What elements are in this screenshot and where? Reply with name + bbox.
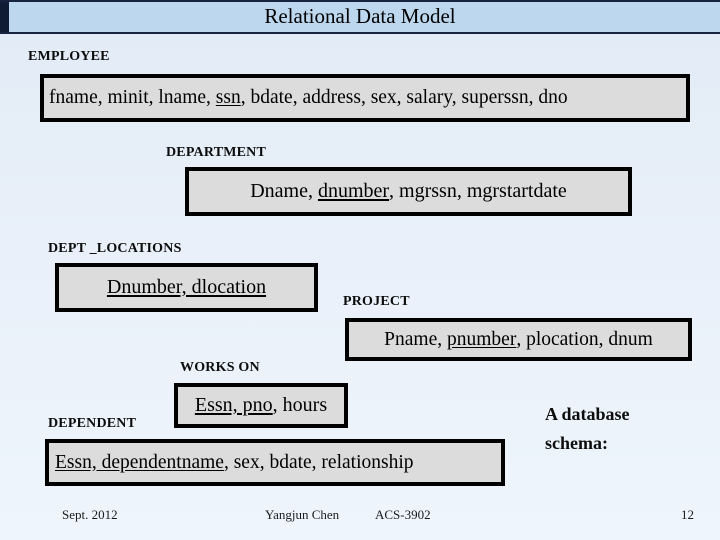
dept-locations-key-underlined: Dnumber, dlocation [106,276,267,298]
relation-label-project: PROJECT [343,294,410,309]
relation-box-dept-locations: Dnumber, dlocation [55,263,318,312]
project-attrs-suffix: , plocation, dnum [516,328,653,350]
caption-line2: schema: [545,433,608,453]
project-key-underlined: pnumber [447,328,517,350]
relation-label-dept-locations: DEPT _LOCATIONS [48,241,182,256]
slide-title: Relational Data Model [264,4,456,28]
relation-label-department: DEPARTMENT [166,145,267,160]
works-on-key-underlined: Essn, pno [194,394,273,416]
footer-page-number: 12 [681,507,694,522]
caption-a-database-schema: A database schema: [545,400,630,458]
footer-author: Yangjun Chen [265,507,340,522]
works-on-attrs-suffix: , hours [272,394,328,416]
caption-line1: A database [545,404,630,424]
relation-label-employee: EMPLOYEE [28,49,110,64]
relation-box-works-on: Essn, pno, hours [174,383,348,428]
dependent-key-underlined: Essn, dependentname [55,451,224,473]
relation-box-dependent: Essn, dependentname, sex, bdate, relatio… [45,439,505,486]
relation-box-employee: fname, minit, lname, ssn, bdate, address… [40,74,690,122]
banner-left-edge [0,2,9,32]
employee-key-underlined: ssn [215,87,241,108]
footer-course-code: ACS-3902 [375,507,431,522]
department-attrs-suffix: , mgrssn, mgrstartdate [389,180,567,202]
relation-label-works-on: WORKS ON [180,360,260,375]
department-key-underlined: dnumber [317,180,390,202]
relation-box-department: Dname, dnumber, mgrssn, mgrstartdate [185,167,632,216]
title-banner: Relational Data Model [0,0,720,34]
project-attrs-prefix: Pname, [384,328,447,350]
employee-attrs-suffix: , bdate, address, sex, salary, superssn,… [240,87,568,108]
footer-date: Sept. 2012 [62,507,118,522]
relation-label-dependent: DEPENDENT [48,416,137,431]
dependent-attrs-suffix: , sex, bdate, relationship [223,451,414,473]
department-attrs-prefix: Dname, [250,180,318,202]
relation-box-project: Pname, pnumber, plocation, dnum [345,318,692,361]
employee-attrs-prefix: fname, minit, lname, [49,87,216,108]
